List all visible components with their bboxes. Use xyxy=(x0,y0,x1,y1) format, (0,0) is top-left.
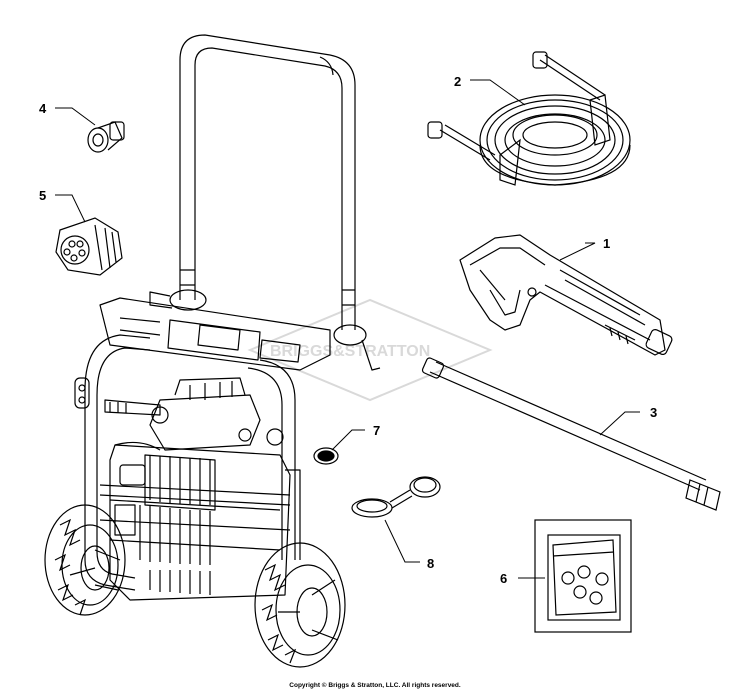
callout-2: 2 xyxy=(454,74,461,89)
callout-1: 1 xyxy=(603,236,610,251)
spray-gun xyxy=(459,234,673,356)
callout-5: 5 xyxy=(39,188,46,203)
callout-8: 8 xyxy=(427,556,434,571)
watermark-logo: BRIGGS&STRATTON xyxy=(247,298,493,402)
nozzle-selector xyxy=(55,217,123,276)
cap-with-strap xyxy=(351,476,441,518)
callout-3: 3 xyxy=(650,405,657,420)
watermark-text: BRIGGS&STRATTON xyxy=(270,343,430,360)
callout-6: 6 xyxy=(500,571,507,586)
high-pressure-hose xyxy=(427,51,631,186)
leader-lines xyxy=(55,79,640,579)
right-wheel xyxy=(254,542,346,668)
copyright-footer: Copyright © Briggs & Stratton, LLC. All … xyxy=(289,682,461,689)
nozzle-kit xyxy=(534,519,632,633)
left-wheel xyxy=(44,504,126,616)
callout-4: 4 xyxy=(39,101,47,116)
callout-7: 7 xyxy=(373,423,380,438)
callout-labels: 1 2 3 4 5 6 7 8 xyxy=(39,74,657,586)
pressure-washer-frame xyxy=(74,34,381,601)
spray-wand xyxy=(421,357,721,511)
quick-connect-plug xyxy=(87,121,125,153)
rubber-plug xyxy=(313,447,339,465)
